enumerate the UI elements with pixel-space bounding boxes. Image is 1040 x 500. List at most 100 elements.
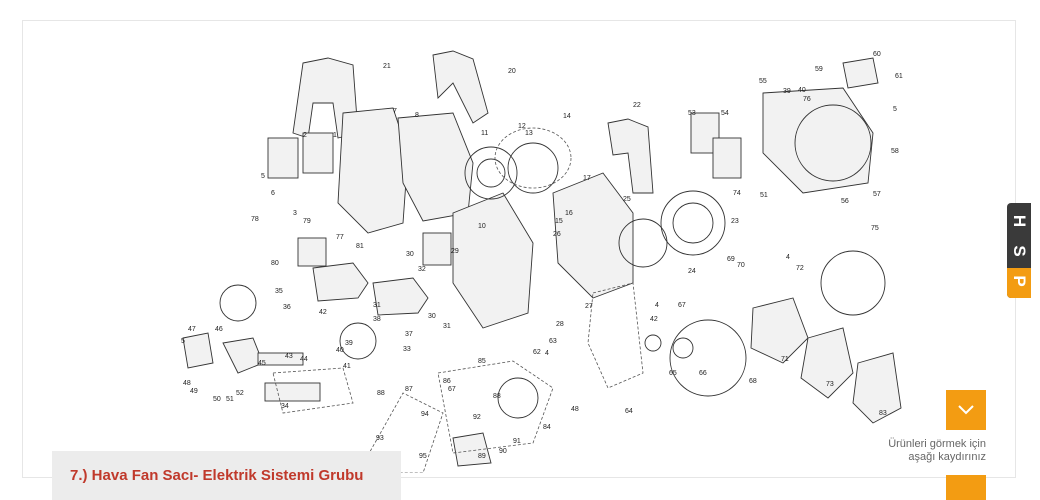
svg-text:80: 80 [271, 260, 279, 267]
svg-text:89: 89 [478, 453, 486, 460]
svg-text:25: 25 [623, 196, 631, 203]
svg-text:39: 39 [345, 340, 353, 347]
svg-text:51: 51 [226, 396, 234, 403]
svg-text:5: 5 [181, 338, 185, 345]
svg-text:86: 86 [443, 378, 451, 385]
scroll-hint-line2: aşağı kaydırınız [908, 451, 986, 463]
svg-text:48: 48 [571, 406, 579, 413]
svg-text:8: 8 [415, 112, 419, 119]
svg-text:7: 7 [393, 108, 397, 115]
svg-text:62: 62 [533, 349, 541, 356]
svg-text:50: 50 [213, 396, 221, 403]
svg-text:23: 23 [731, 218, 739, 225]
svg-text:4: 4 [655, 302, 659, 309]
svg-text:74: 74 [733, 190, 741, 197]
svg-text:53: 53 [688, 110, 696, 117]
right-housing [669, 57, 886, 397]
svg-text:87: 87 [405, 386, 413, 393]
chevron-down-icon [958, 405, 974, 415]
scroll-down-button-secondary[interactable] [946, 475, 986, 500]
svg-text:22: 22 [633, 102, 641, 109]
hsp-letter-p: P [1010, 275, 1029, 287]
svg-text:88: 88 [493, 393, 501, 400]
svg-text:91: 91 [513, 438, 521, 445]
svg-text:48: 48 [183, 380, 191, 387]
svg-text:40: 40 [798, 87, 806, 94]
svg-text:6: 6 [271, 190, 275, 197]
svg-text:71: 71 [781, 356, 789, 363]
svg-text:2: 2 [303, 132, 307, 139]
hsp-side-badge[interactable]: H S P [1007, 203, 1031, 298]
svg-text:16: 16 [565, 210, 573, 217]
svg-text:42: 42 [650, 316, 658, 323]
svg-text:77: 77 [336, 234, 344, 241]
svg-text:29: 29 [451, 248, 459, 255]
svg-text:33: 33 [403, 346, 411, 353]
svg-text:78: 78 [251, 216, 259, 223]
svg-text:20: 20 [508, 68, 516, 75]
svg-text:67: 67 [678, 302, 686, 309]
hsp-letter-h: H [1010, 214, 1029, 228]
svg-text:47: 47 [188, 326, 196, 333]
section-title: 7.) Hava Fan Sacı- Elektrik Sistemi Grub… [70, 467, 364, 484]
svg-text:26: 26 [553, 231, 561, 238]
svg-text:12: 12 [518, 123, 526, 130]
exploded-parts-diagram: 21 20 22 14 7 8 2 1 5 6 3 78 79 77 80 81… [181, 50, 903, 473]
svg-text:70: 70 [737, 262, 745, 269]
svg-text:90: 90 [499, 448, 507, 455]
svg-text:59: 59 [815, 66, 823, 73]
svg-text:65: 65 [669, 370, 677, 377]
svg-text:1: 1 [333, 132, 337, 139]
svg-text:4: 4 [786, 254, 790, 261]
section-caption: 7.) Hava Fan Sacı- Elektrik Sistemi Grub… [52, 451, 401, 500]
svg-text:51: 51 [760, 192, 768, 199]
scroll-hint: Ürünleri görmek için aşağı kaydırınız [826, 438, 986, 464]
svg-text:31: 31 [443, 323, 451, 330]
hsp-letter-s: S [1010, 245, 1029, 257]
svg-text:40: 40 [336, 347, 344, 354]
svg-text:63: 63 [549, 338, 557, 345]
svg-text:75: 75 [871, 225, 879, 232]
svg-text:81: 81 [356, 243, 364, 250]
svg-text:11: 11 [481, 130, 488, 137]
part-number-labels: 21 20 22 14 7 8 2 1 5 6 3 78 79 77 80 81… [181, 51, 903, 460]
scroll-down-button[interactable] [946, 390, 986, 430]
svg-text:28: 28 [556, 321, 564, 328]
svg-text:95: 95 [419, 453, 427, 460]
svg-text:72: 72 [796, 265, 804, 272]
svg-text:54: 54 [721, 110, 729, 117]
small-parts [182, 112, 742, 467]
svg-text:76: 76 [803, 96, 811, 103]
svg-text:39: 39 [783, 88, 791, 95]
svg-text:43: 43 [285, 353, 293, 360]
svg-text:61: 61 [895, 73, 903, 80]
svg-text:41: 41 [343, 363, 351, 370]
svg-text:38: 38 [373, 316, 381, 323]
svg-text:93: 93 [376, 435, 384, 442]
svg-text:32: 32 [418, 266, 426, 273]
svg-text:17: 17 [583, 175, 591, 182]
svg-text:37: 37 [405, 331, 413, 338]
svg-text:24: 24 [688, 268, 696, 275]
svg-text:31: 31 [373, 302, 381, 309]
svg-text:69: 69 [727, 256, 735, 263]
svg-text:68: 68 [749, 378, 757, 385]
svg-text:45: 45 [258, 360, 266, 367]
svg-text:83: 83 [879, 410, 887, 417]
hsp-badge-accent [1007, 268, 1031, 298]
svg-text:79: 79 [303, 218, 311, 225]
svg-text:52: 52 [236, 390, 244, 397]
svg-text:15: 15 [555, 218, 563, 225]
svg-text:27: 27 [585, 303, 593, 310]
svg-text:44: 44 [300, 356, 308, 363]
svg-text:55: 55 [759, 78, 767, 85]
svg-text:49: 49 [190, 388, 198, 395]
svg-text:36: 36 [283, 304, 291, 311]
svg-text:34: 34 [281, 403, 289, 410]
svg-text:73: 73 [826, 381, 834, 388]
svg-text:5: 5 [893, 106, 897, 113]
svg-text:84: 84 [543, 424, 551, 431]
svg-text:64: 64 [625, 408, 633, 415]
svg-text:10: 10 [478, 223, 486, 230]
svg-text:60: 60 [873, 51, 881, 58]
